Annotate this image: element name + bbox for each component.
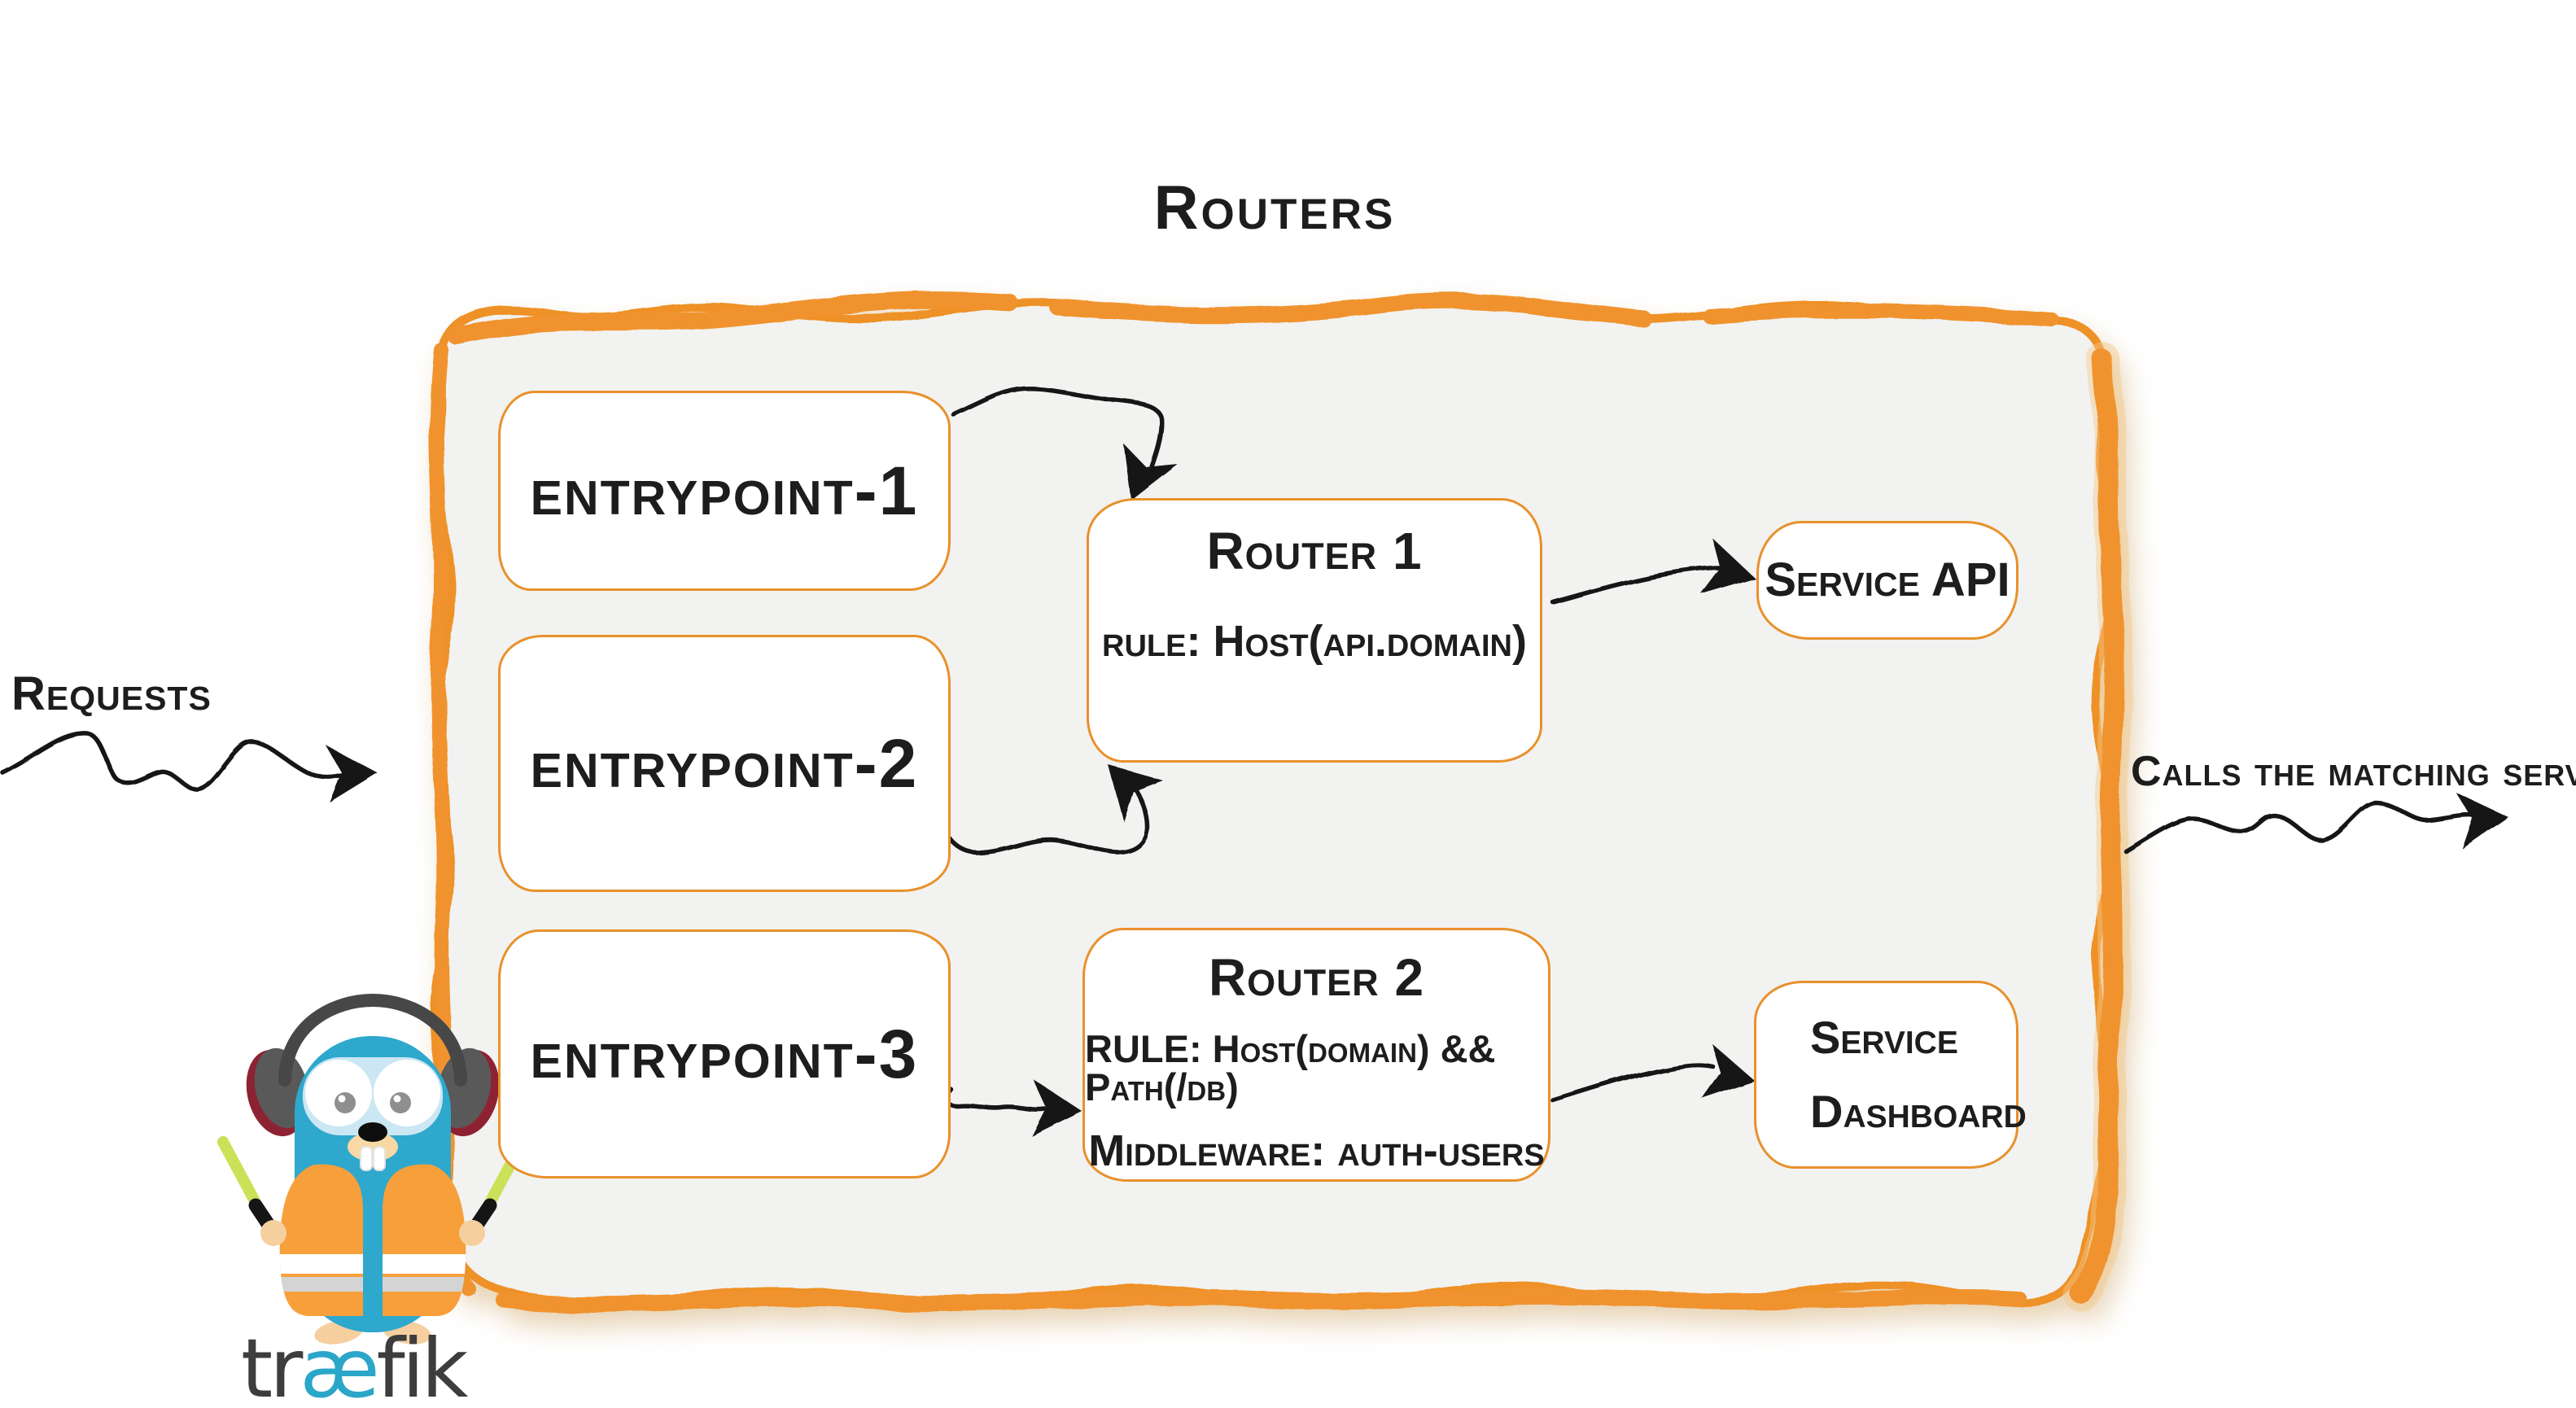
router-2-rule: RULE: Host(domain) && Path(/db) xyxy=(1085,1027,1496,1108)
traefik-logo-wordmark: træfik xyxy=(241,1328,468,1408)
logo-text-tr: tr xyxy=(241,1321,303,1408)
router-1-title: Router 1 xyxy=(1206,522,1423,580)
arrow-entrypoint2-to-router1 xyxy=(942,765,1163,855)
service-dashboard-label-line1: Service xyxy=(1810,1011,1958,1063)
diagram-arrows xyxy=(1,387,2508,1137)
requests-arrow xyxy=(1,732,378,803)
gopher-hands xyxy=(260,1220,485,1246)
router-1-node: Router 1 rule: Host(api.domain) xyxy=(1087,498,1542,763)
entrypoint-1-label: entrypoint-1 xyxy=(530,453,919,529)
router-1-rule: rule: Host(api.domain) xyxy=(1102,617,1527,666)
entrypoint-3-node: entrypoint-3 xyxy=(498,929,951,1178)
service-dashboard-node: Service Dashboard xyxy=(1754,981,2027,1169)
gopher-eyes xyxy=(305,1060,440,1126)
requests-label: Requests xyxy=(11,667,212,720)
service-api-label: Service API xyxy=(1765,553,2010,606)
service-dashboard-label-line2: Dashboard xyxy=(1810,1085,2027,1137)
entrypoint-3-label: entrypoint-3 xyxy=(530,1016,919,1092)
entrypoint-1-node: entrypoint-1 xyxy=(498,391,951,591)
entrypoint-2-label: entrypoint-2 xyxy=(530,725,919,802)
calls-arrow xyxy=(2123,792,2508,854)
headphone-band xyxy=(278,993,467,1087)
logo-text-fik: fik xyxy=(376,1321,469,1408)
router-2-node: Router 2 RULE: Host(domain) && Path(/db)… xyxy=(1082,928,1550,1182)
calls-matching-server-label: Calls the matching server xyxy=(2131,748,2576,795)
arrow-router2-to-service-dashboard xyxy=(1550,1042,1755,1103)
entrypoint-2-node: entrypoint-2 xyxy=(498,635,951,892)
logo-text-ae: æ xyxy=(300,1321,379,1408)
router-2-title: Router 2 xyxy=(1208,948,1425,1007)
router-2-middleware: Middleware: auth-users xyxy=(1088,1126,1545,1175)
arrow-router1-to-service-api xyxy=(1550,537,1755,605)
gopher-snout xyxy=(348,1122,398,1171)
traefik-gopher-mascot xyxy=(217,993,528,1345)
arrow-entrypoint1-to-router1 xyxy=(951,387,1178,500)
diagram-title: Routers xyxy=(1153,173,1396,243)
service-api-node: Service API xyxy=(1756,521,2018,640)
